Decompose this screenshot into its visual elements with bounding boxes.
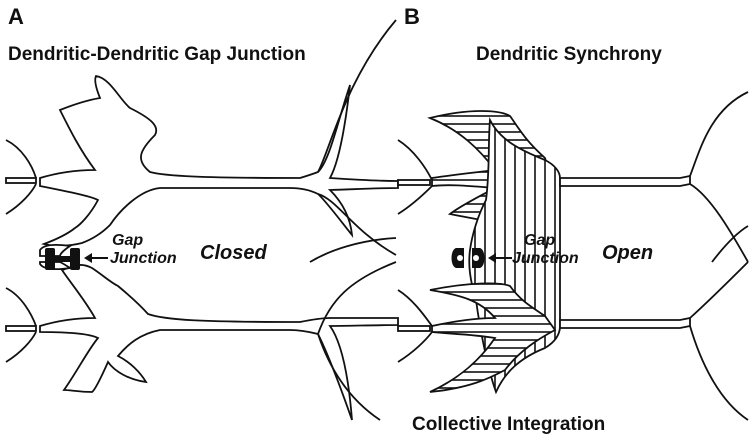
panel-a-left-input-top — [5, 139, 37, 179]
panel-b-right-dendrite-bottom-upper — [689, 261, 749, 319]
panel-b-left-input-top-low — [397, 185, 433, 215]
panel-b-title: Dendritic Synchrony — [476, 44, 662, 65]
panel-a-left-input-bottom-low — [5, 331, 37, 363]
panel-a-bottom-neuron — [39, 264, 399, 421]
panel-a-right-dendrite-cross-a — [309, 237, 397, 263]
panel-b-gap-label-line1: Gap — [524, 232, 556, 249]
panel-b-gap-label: Gap Junction — [512, 232, 579, 268]
panel-b-gap-label-line2: Junction — [512, 250, 579, 267]
panel-a-top-neuron — [39, 75, 399, 247]
panel-a-gap-label: Gap Junction — [110, 232, 177, 268]
panel-b-bottom-lobe-striped — [429, 282, 557, 393]
panel-b-footer: Collective Integration — [412, 414, 606, 435]
panel-a-right-dendrite-top-lower — [317, 193, 397, 256]
panel-a-left-input-bottom — [5, 287, 37, 327]
panel-b-right-dendrite-top-lower — [689, 183, 749, 263]
panel-a-gap-label-line1: Gap — [112, 232, 144, 249]
panel-b-left-input-bottom — [397, 289, 433, 327]
panel-a-left-input-top-low — [5, 183, 37, 215]
panel-a-diagram — [5, 19, 399, 421]
panel-a-right-dendrite-top-upper — [317, 19, 397, 173]
panel-b-gap-junction-open — [451, 248, 485, 268]
panel-a-right-dendrite-bottom — [317, 333, 381, 421]
panel-b-state-label: Open — [602, 242, 654, 264]
panel-a-gap-junction-closed — [45, 248, 80, 270]
panel-b-left-input-axon-bottom — [397, 325, 431, 332]
panel-b-axon-bottom — [559, 316, 691, 329]
panel-b-left-input-top — [397, 139, 433, 181]
panel-a-letter: A — [8, 4, 24, 29]
panel-a-title: Dendritic-Dendritic Gap Junction — [8, 44, 306, 65]
panel-b-letter: B — [404, 4, 420, 29]
panel-a-state-label: Closed — [200, 242, 267, 264]
panel-a-gap-arrowhead — [84, 253, 92, 263]
panel-b-left-input-bottom-low — [397, 331, 433, 363]
panel-b-left-input-axon-top — [397, 179, 431, 186]
panel-a-gap-label-line2: Junction — [110, 250, 177, 267]
panel-b-right-dendrite-bottom-lower — [689, 325, 749, 421]
panel-a-right-dendrite-cross-b — [317, 261, 397, 335]
panel-a-left-input-axon-bottom — [5, 325, 37, 332]
panel-b-right-dendrite-top-upper — [689, 91, 749, 177]
panel-b-right-dendrite-cross — [711, 225, 749, 263]
panel-b-gap-arrowhead — [488, 253, 496, 263]
panel-b-axon-top — [559, 174, 691, 187]
panel-b-diagram — [397, 91, 749, 421]
panel-a-left-input-axon-top — [5, 177, 37, 184]
